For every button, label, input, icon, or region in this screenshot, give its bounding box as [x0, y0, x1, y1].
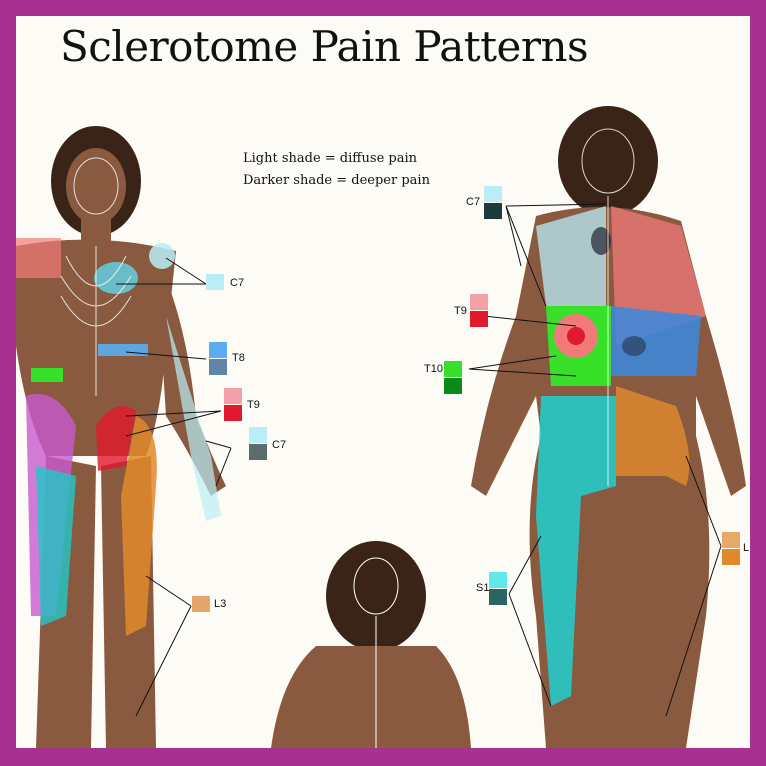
t9-back-light-swatch [470, 294, 488, 310]
label-l3: L3 [214, 598, 227, 610]
s1-dark-swatch [489, 589, 507, 605]
label-t10: T10 [424, 363, 443, 375]
poster: Sclerotome Pain Patterns Light shade = d… [16, 16, 750, 748]
c7b-light-swatch [249, 427, 267, 443]
l-dark-swatch [722, 549, 740, 565]
c7-back-dark-swatch [484, 203, 502, 219]
back-figure [471, 106, 746, 748]
leader-lines [116, 203, 722, 717]
label-s1: S1 [476, 582, 490, 594]
page-title: Sclerotome Pain Patterns [60, 22, 589, 71]
label-t8: T8 [232, 352, 245, 364]
label-c7-front: C7 [230, 277, 245, 289]
c7b-dark-swatch [249, 444, 267, 460]
legend-light: Light shade = diffuse pain [243, 151, 417, 166]
label-t9-back: T9 [454, 305, 467, 317]
legend-dark: Darker shade = deeper pain [243, 173, 430, 188]
t9-back-dark-swatch [470, 311, 488, 327]
t10-light-swatch [444, 361, 462, 377]
front-figure [16, 126, 226, 748]
s1-light-swatch [489, 572, 507, 588]
t8-light-swatch [209, 342, 227, 358]
c7-back-light-swatch [484, 186, 502, 202]
label-t9-front: T9 [247, 399, 260, 411]
t8-dark-swatch [209, 359, 227, 375]
l3-swatch [192, 596, 210, 612]
anatomy-illustration [16, 106, 746, 748]
label-c7-hand: C7 [272, 439, 287, 451]
c7-light-swatch [206, 274, 224, 290]
t9-light-swatch [224, 388, 242, 404]
label-c7-back: C7 [466, 196, 481, 208]
bottom-figure [271, 541, 471, 748]
l-light-swatch [722, 532, 740, 548]
shade-legend: Light shade = diffuse pain Darker shade … [243, 148, 430, 192]
label-l: L [743, 542, 750, 554]
t10-dark-swatch [444, 378, 462, 394]
t9-dark-swatch [224, 405, 242, 421]
